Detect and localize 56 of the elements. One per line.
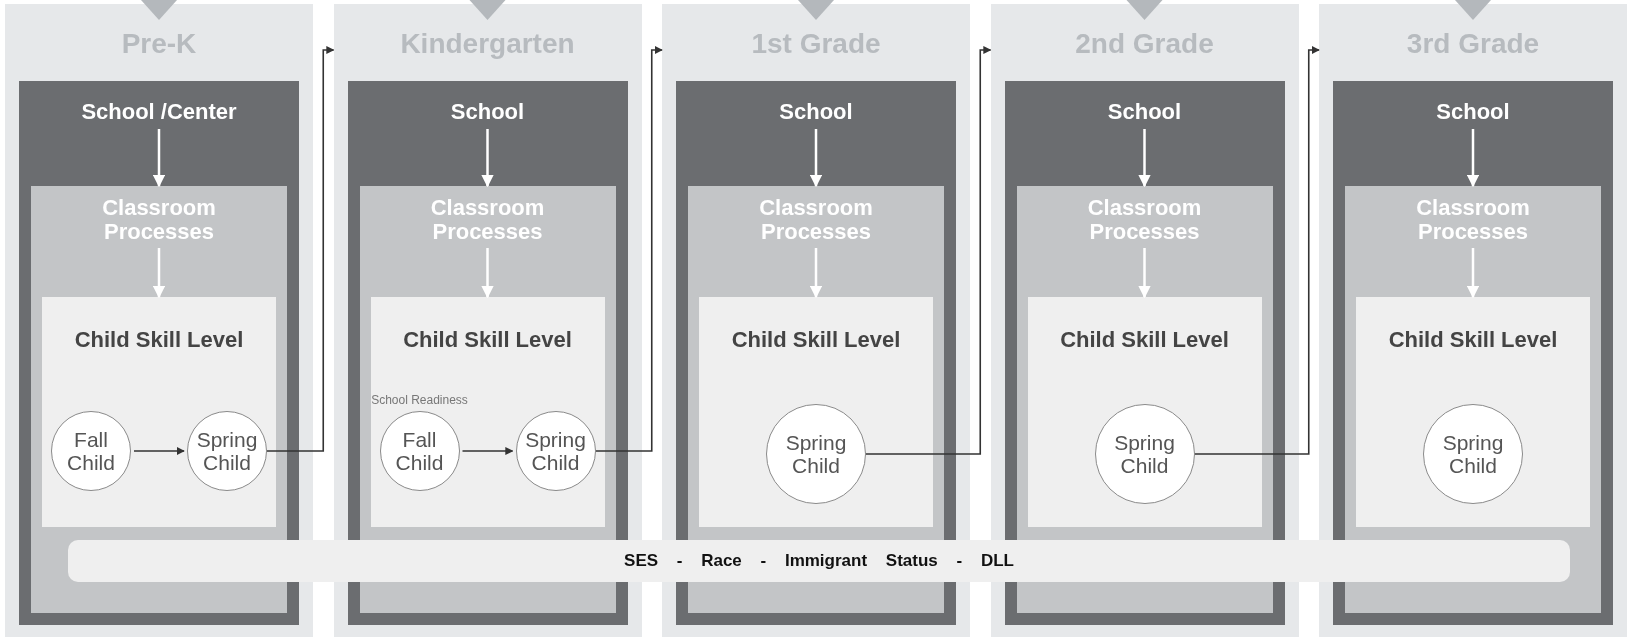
grade-column bbox=[5, 4, 313, 637]
arrow bbox=[1138, 248, 1151, 299]
arrow bbox=[1466, 248, 1480, 299]
annotation-label: School Readiness bbox=[371, 393, 468, 407]
child-circle: Fall Child bbox=[379, 411, 460, 491]
arrow bbox=[1193, 46, 1320, 455]
arrow bbox=[1466, 129, 1480, 188]
arrow bbox=[594, 46, 663, 452]
arrow bbox=[1138, 129, 1151, 188]
box-heading: Classroom Processes bbox=[1416, 196, 1530, 244]
classroom-box bbox=[1345, 186, 1601, 613]
arrow bbox=[133, 447, 185, 455]
grade-column bbox=[662, 4, 970, 637]
arrow bbox=[152, 129, 166, 188]
child-circle: Fall Child bbox=[51, 411, 131, 491]
box-heading: Child Skill Level bbox=[403, 327, 572, 353]
grade-column bbox=[1319, 4, 1627, 637]
arrow bbox=[152, 248, 166, 299]
classroom-box bbox=[688, 186, 944, 613]
box-heading: Child Skill Level bbox=[1388, 327, 1558, 353]
box-heading: Child Skill Level bbox=[1060, 327, 1229, 353]
arrow bbox=[809, 129, 823, 188]
arrow bbox=[481, 129, 494, 188]
box-heading: Classroom Processes bbox=[759, 196, 873, 244]
classroom-box bbox=[31, 186, 287, 613]
box-heading: School bbox=[1107, 99, 1182, 125]
child-circle: Spring Child bbox=[766, 404, 866, 504]
school-box bbox=[676, 81, 956, 625]
box-heading: Child Skill Level bbox=[74, 327, 244, 353]
box-heading: School /Center bbox=[81, 99, 237, 125]
box-heading: School bbox=[779, 99, 853, 125]
classroom-box bbox=[359, 186, 616, 613]
box-heading: Classroom Processes bbox=[430, 196, 545, 244]
arrow bbox=[461, 447, 514, 455]
classroom-box bbox=[1016, 186, 1273, 613]
child-circle: Spring Child bbox=[1423, 404, 1523, 504]
skill-level-box bbox=[699, 297, 933, 527]
box-heading: Child Skill Level bbox=[731, 327, 901, 353]
arrow bbox=[809, 248, 823, 299]
box-heading: School bbox=[1436, 99, 1510, 125]
skill-level-box bbox=[1027, 297, 1262, 527]
box-heading: Classroom Processes bbox=[1087, 196, 1202, 244]
arrow bbox=[266, 46, 335, 452]
skill-level-box bbox=[42, 297, 276, 527]
box-heading: School bbox=[450, 99, 525, 125]
child-circle: Spring Child bbox=[187, 411, 267, 491]
skill-level-box bbox=[370, 297, 605, 527]
box-heading: Classroom Processes bbox=[102, 196, 216, 244]
arrow bbox=[865, 46, 992, 455]
arrow bbox=[481, 248, 494, 299]
child-circle: Spring Child bbox=[515, 411, 596, 491]
skill-level-box bbox=[1356, 297, 1590, 527]
factor-band: SES - Race - Immigrant Status - DLL bbox=[68, 540, 1570, 582]
child-circle: Spring Child bbox=[1094, 404, 1195, 504]
school-box bbox=[1333, 81, 1613, 625]
school-box bbox=[19, 81, 299, 625]
